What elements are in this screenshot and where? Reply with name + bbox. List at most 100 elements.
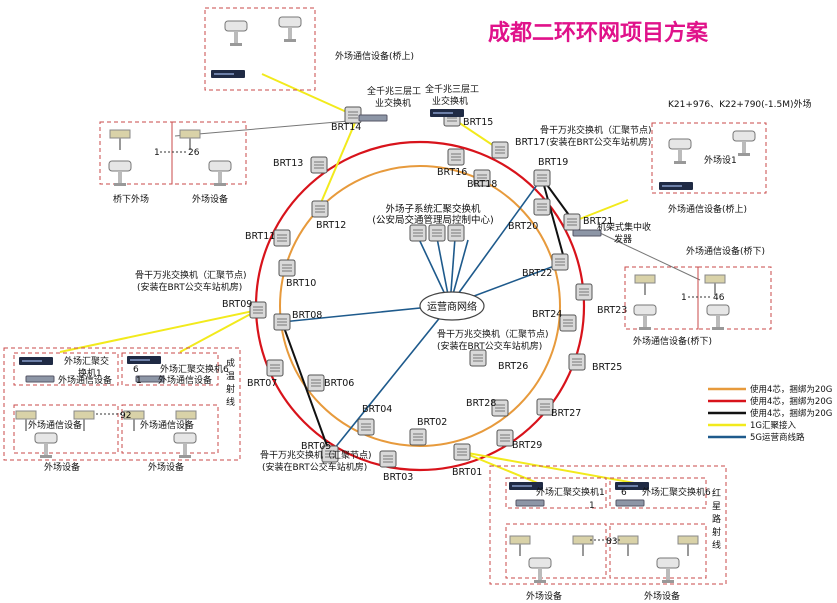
station-label-brt03: BRT03: [383, 472, 413, 483]
left-range-mid: 92: [120, 411, 131, 421]
k21-label: K21+976、K22+790(-1.5M)外场: [668, 98, 812, 110]
left-sub-2: 外场通信设备: [140, 419, 194, 431]
bottom-agg-1: 外场汇聚交换机1: [536, 486, 605, 498]
station-node-brt25: [568, 353, 586, 371]
svg-text:射: 射: [712, 526, 721, 538]
bottom-region: [489, 465, 727, 585]
rack-transceiver-label-2: 发器: [614, 233, 632, 245]
core-switch-label: 全千兆三层工: [367, 85, 421, 97]
station-node-brt24: [559, 314, 577, 332]
left-bottom-2: 外场设备: [148, 461, 184, 473]
station-node-brt01: [453, 443, 471, 461]
bottom-range-b: 1: [589, 501, 595, 511]
backbone-b-2: (安装在BRT公交车站机房): [137, 281, 242, 293]
station-label-brt22: BRT22: [522, 268, 552, 279]
left-agg-comm: 外场通信设备: [58, 374, 112, 386]
legend-label: 1G汇聚接入: [750, 420, 796, 431]
cloud-label: 运营商网络: [427, 300, 477, 313]
subsystem-switches: [409, 224, 465, 242]
svg-text:红: 红: [712, 487, 721, 499]
svg-text:成: 成: [226, 357, 235, 369]
range-right-end: 46: [713, 293, 725, 303]
legend-label: 使用4芯，捆绑为20G: [750, 408, 832, 419]
under-bridge-box-1: [99, 121, 173, 185]
station-node-brt23: [575, 283, 593, 301]
bottom-range-mid: 83: [606, 537, 617, 547]
station-node-brt29: [496, 429, 514, 447]
station-label-brt10: BRT10: [286, 278, 316, 289]
backbone-a-1: 骨干万兆交换机（汇聚节点): [540, 124, 652, 136]
bottom-side-text: 红 星 路 射 线: [712, 487, 721, 551]
station-label-brt17: BRT17: [515, 137, 545, 148]
station-node-brt22: [551, 253, 569, 271]
under-bridge-box-2: [171, 121, 247, 185]
backbone-d-2: (安装在BRT公交车站机房): [262, 461, 367, 473]
station-node-brt12: [311, 200, 329, 218]
left-agg-1b: 换机1: [78, 367, 102, 379]
station-label-brt08: BRT08: [292, 310, 322, 321]
bottom-agg-6: 外场汇聚交换机6: [642, 486, 711, 498]
station-label-brt20: BRT20: [508, 221, 538, 232]
station-label-brt29: BRT29: [512, 440, 542, 451]
under-bridge-right-1: [624, 266, 699, 330]
core-switch-b-label: 全千兆三层工: [425, 83, 479, 95]
station-label-brt26: BRT26: [498, 361, 528, 372]
bottom-bottom-1: 外场设备: [526, 590, 562, 602]
station-node-brt17: [491, 141, 509, 159]
station-node-brt02: [409, 428, 427, 446]
station-node-brt26: [469, 349, 487, 367]
bottom-range-a: 6: [621, 488, 627, 498]
range-top-start: 1: [154, 148, 160, 158]
carrier-cloud: [419, 291, 485, 321]
station-label-brt02: BRT02: [417, 417, 447, 428]
station-label-brt15: BRT15: [463, 117, 493, 128]
field-box-top: [204, 7, 316, 91]
station-node-brt11: [273, 229, 291, 247]
field-under-bridge-bottom: 外场通信设备(桥下): [633, 335, 712, 347]
black-link: [281, 321, 331, 455]
station-node-brt20: [533, 198, 551, 216]
backbone-d-1: 骨干万兆交换机（汇聚节点): [260, 449, 372, 461]
station-label-brt23: BRT23: [597, 305, 627, 316]
legend-label: 使用4芯，捆绑为20G: [750, 396, 832, 407]
station-nodes: BRT01BRT02BRT03BRT04BRT05BRT06BRT07BRT08…: [222, 106, 627, 483]
station-label-brt11: BRT11: [245, 231, 275, 242]
core-switch-b-label-2: 业交换机: [432, 95, 468, 107]
station-label-brt24: BRT24: [532, 309, 562, 320]
station-node-brt08: [273, 313, 291, 331]
station-label-brt01: BRT01: [452, 467, 482, 478]
station-label-brt25: BRT25: [592, 362, 622, 373]
backbone-c-1: 骨干万兆交换机（汇聚节点): [437, 328, 549, 340]
station-label-brt28: BRT28: [466, 398, 496, 409]
legend-label: 使用4芯，捆绑为20G: [750, 384, 832, 395]
left-agg-6: 外场汇聚交换机6: [160, 363, 229, 375]
subsystem-label-1: 外场子系统汇聚交换机: [385, 203, 481, 215]
field-equipment-label: 外场设备: [192, 193, 228, 205]
under-bridge-right-2: [697, 266, 772, 330]
legend: 使用4芯，捆绑为20G使用4芯，捆绑为20G使用4芯，捆绑为20G1G汇聚接入5…: [708, 384, 832, 443]
left-agg-6comm: 外场通信设备: [158, 374, 212, 386]
core-switch-label-2: 业交换机: [375, 97, 411, 109]
station-node-brt13: [310, 156, 328, 174]
station-label-brt19: BRT19: [538, 157, 568, 168]
station-node-brt09: [249, 301, 267, 319]
station-node-brt06: [307, 374, 325, 392]
field-under-bridge-top: 外场通信设备(桥下): [686, 245, 765, 257]
backbone-a-2: (安装在BRT公交车站机房): [546, 136, 651, 148]
station-label-brt18: BRT18: [467, 179, 497, 190]
station-label-brt06: BRT06: [324, 378, 354, 389]
station-node-brt16: [447, 148, 465, 166]
station-label-brt04: BRT04: [362, 404, 392, 415]
inner-ring: [279, 165, 561, 447]
station-node-brt07: [266, 359, 284, 377]
under-bridge-label: 桥下外场: [113, 193, 149, 205]
rack-transceiver-label: 机架式集中收: [597, 221, 651, 233]
left-sub-1: 外场通信设备: [28, 419, 82, 431]
station-node-brt21: [563, 213, 581, 231]
station-label-brt13: BRT13: [273, 158, 303, 169]
svg-text:线: 线: [226, 396, 235, 408]
field-on-bridge-top: 外场通信设备(桥上): [335, 50, 414, 62]
backbone-b-1: 骨干万兆交换机（汇聚节点): [135, 269, 247, 281]
svg-text:射: 射: [226, 383, 235, 395]
